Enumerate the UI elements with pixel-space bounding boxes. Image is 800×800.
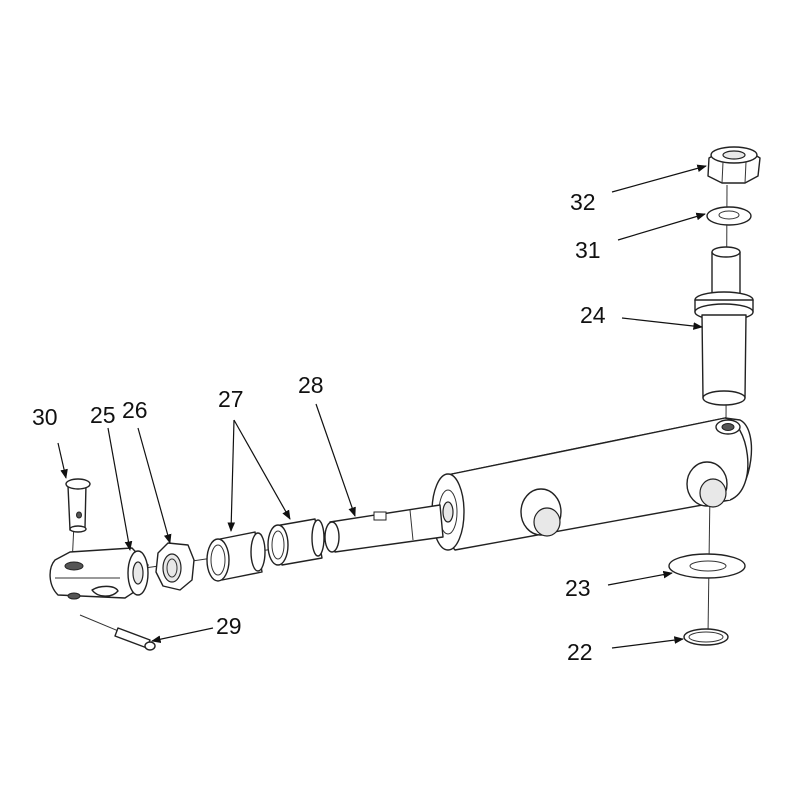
cylinder-body: [431, 417, 753, 551]
callout-23: 23: [565, 575, 591, 601]
hex-nut: [155, 542, 195, 591]
callout-26: 26: [122, 397, 148, 423]
mounting-pin: [694, 246, 754, 406]
clevis-pin: [65, 478, 91, 533]
cotter-pin: [114, 627, 156, 651]
leader-lines: [57, 164, 707, 649]
callout-27: 27: [218, 386, 244, 412]
callout-28: 28: [298, 372, 324, 398]
callout-32: 32: [570, 189, 596, 215]
callout-22: 22: [567, 639, 593, 665]
callout-29: 29: [216, 613, 242, 639]
bushing-small: [267, 518, 325, 566]
bushing-large: [206, 531, 266, 582]
callout-labels: 32 31 24 23 22 29 30 25 26 27 28: [32, 189, 606, 665]
lock-nut: [707, 146, 761, 184]
retaining-ring: [683, 628, 729, 646]
clevis: [49, 547, 149, 600]
callout-24: 24: [580, 302, 606, 328]
callout-30: 30: [32, 404, 58, 430]
piston-rod: [324, 504, 444, 553]
washer-top: [706, 206, 752, 226]
washer-large: [668, 553, 746, 579]
callout-31: 31: [575, 237, 601, 263]
callout-25: 25: [90, 402, 116, 428]
